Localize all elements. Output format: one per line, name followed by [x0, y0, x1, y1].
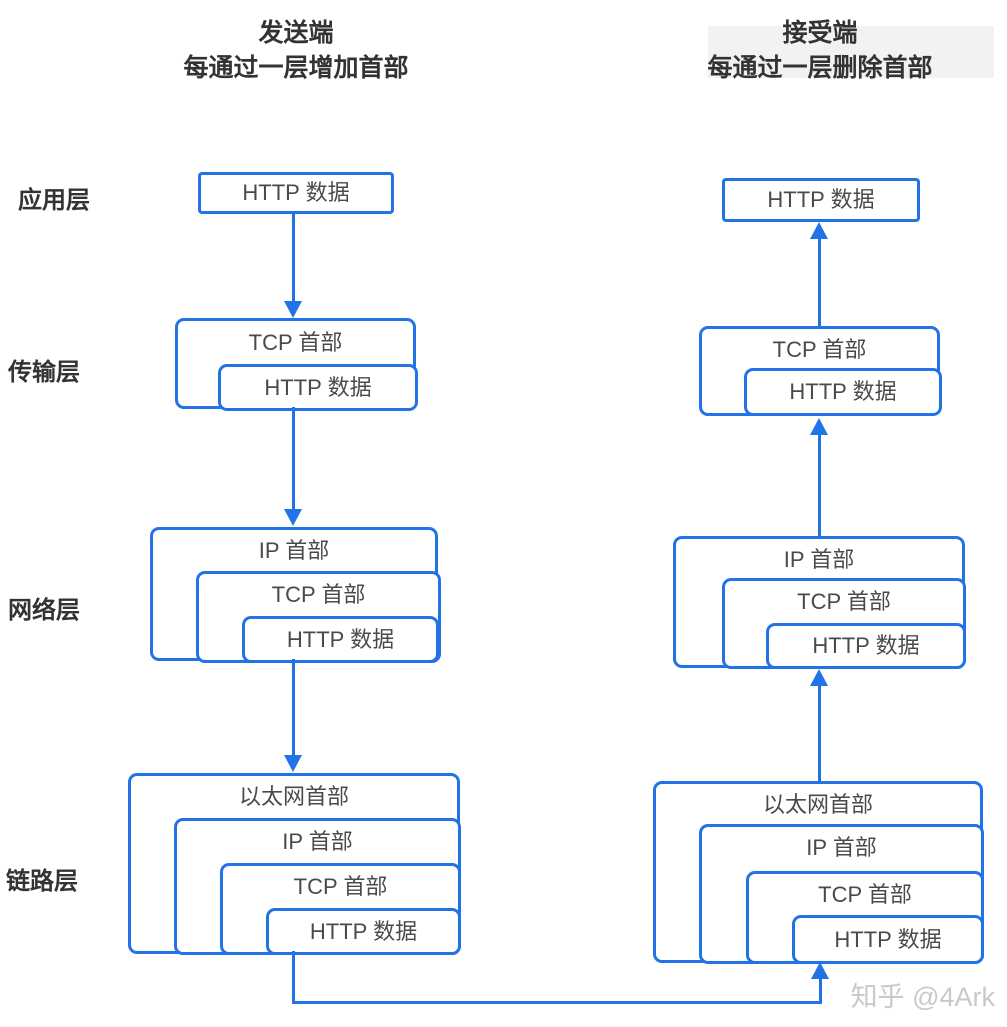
box-label: HTTP 数据: [309, 919, 418, 944]
connector-sender-drop-line: [292, 951, 295, 1004]
layer-label-transport: 传输层: [8, 359, 80, 386]
box-label: TCP 首部: [271, 582, 366, 607]
box-label: HTTP 数据: [834, 927, 942, 952]
box-label: HTTP 数据: [242, 180, 350, 205]
layer-label-application: 应用层: [18, 187, 90, 214]
receiver-arrow-network-transport-head-icon: [810, 418, 828, 435]
layer-label-network: 网络层: [8, 597, 80, 624]
sender-arrow-transport-network-line: [292, 407, 295, 510]
sender-arrow-network-link-line: [292, 659, 295, 756]
box-label: TCP 首部: [293, 874, 388, 899]
box-label: IP 首部: [783, 547, 855, 572]
box-label: 以太网首部: [762, 792, 873, 817]
sender-arrow-network-link-head-icon: [284, 755, 302, 772]
sender-app-http-box: HTTP 数据: [198, 172, 394, 214]
sender-arrow-app-transport-line: [292, 212, 295, 302]
box-label: HTTP 数据: [812, 633, 920, 658]
receiver-title: 接受端 每通过一层删除首部: [640, 16, 1000, 86]
box-label: 以太网首部: [238, 784, 349, 809]
sender-transport-http-box: HTTP 数据: [218, 364, 418, 411]
layer-label-link: 链路层: [6, 868, 78, 895]
box-label: TCP 首部: [818, 882, 912, 907]
sender-title: 发送端 每通过一层增加首部: [118, 16, 474, 86]
connector-receiver-arrow-head-icon: [811, 962, 829, 979]
box-label: HTTP 数据: [286, 627, 395, 652]
watermark: 知乎 @4Ark: [850, 982, 995, 1012]
sender-arrow-transport-network-head-icon: [284, 509, 302, 526]
sender-title-line2: 每通过一层增加首部: [183, 54, 409, 82]
receiver-arrow-link-network-line: [818, 685, 821, 783]
box-label: HTTP 数据: [767, 187, 875, 212]
box-label: TCP 首部: [797, 589, 891, 614]
receiver-arrow-network-transport-line: [818, 434, 821, 538]
box-label: TCP 首部: [248, 330, 343, 355]
sender-network-http-box: HTTP 数据: [242, 616, 439, 663]
title-highlight-band: [708, 26, 994, 78]
connector-horizontal-line: [292, 1001, 822, 1004]
sender-title-line1: 发送端: [258, 19, 334, 47]
receiver-arrow-link-network-head-icon: [810, 669, 828, 686]
sender-arrow-app-transport-head-icon: [284, 301, 302, 318]
receiver-title-line2: 每通过一层删除首部: [707, 54, 933, 82]
receiver-arrow-transport-app-line: [818, 238, 821, 328]
receiver-transport-http-box: HTTP 数据: [744, 368, 942, 416]
box-label: IP 首部: [282, 829, 353, 854]
receiver-arrow-transport-app-head-icon: [810, 222, 828, 239]
box-label: HTTP 数据: [789, 379, 897, 404]
receiver-link-http-box: HTTP 数据: [792, 915, 984, 964]
box-label: IP 首部: [806, 835, 877, 860]
connector-receiver-rise-line: [819, 977, 822, 1004]
receiver-app-http-box: HTTP 数据: [722, 178, 920, 222]
box-label: IP 首部: [258, 538, 330, 563]
box-label: HTTP 数据: [264, 375, 372, 400]
receiver-title-line1: 接受端: [782, 19, 858, 47]
receiver-network-http-box: HTTP 数据: [766, 623, 966, 669]
box-label: TCP 首部: [772, 337, 867, 362]
sender-link-http-box: HTTP 数据: [266, 908, 461, 955]
